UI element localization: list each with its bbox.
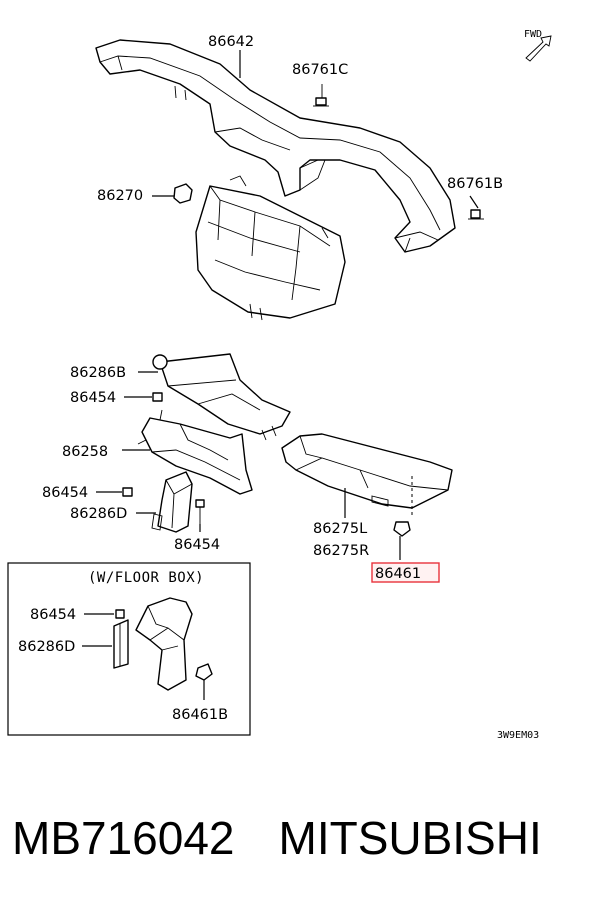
screw-86761B [468, 195, 484, 220]
label-86761C: 86761C [292, 62, 348, 78]
label-86454-a: 86454 [70, 390, 116, 406]
rear-duct-86286B [152, 353, 291, 441]
label-86642: 86642 [208, 34, 254, 50]
label-86461: 86461 [375, 566, 421, 582]
side-duct-86275 [281, 433, 453, 518]
label-86454-c: 86454 [174, 537, 220, 553]
drawing-code: 3W9EM03 [497, 730, 539, 741]
label-86454-d: 86454 [30, 607, 76, 623]
parts-diagram: FWD 86642 86761C 86761B 86270 [7, 29, 552, 741]
floor-box-title: (W/FLOOR BOX) [88, 570, 204, 586]
clip-86461 [393, 521, 411, 560]
label-86258: 86258 [62, 444, 108, 460]
highlight-86461 [371, 562, 440, 583]
floor-box-inset: (W/FLOOR BOX) 86454 86286D 86461B [7, 562, 251, 736]
screw-86454-a [124, 392, 163, 402]
screw-86761C [313, 84, 329, 107]
label-86286D: 86286D [70, 506, 127, 522]
label-86461B: 86461B [172, 707, 228, 723]
label-86275L: 86275L [313, 521, 367, 537]
label-86270: 86270 [97, 188, 143, 204]
floor-duct-86258 [137, 409, 253, 495]
fwd-arrow-icon: FWD [524, 29, 552, 62]
clip-86270 [152, 183, 193, 204]
label-86286D-b: 86286D [18, 639, 75, 655]
label-86275R: 86275R [313, 543, 369, 559]
brand-name: MITSUBISHI [278, 812, 542, 864]
heater-unit-housing [195, 175, 346, 321]
screw-86454-b [96, 487, 133, 497]
fwd-label: FWD [524, 29, 542, 40]
upper-duct-86642 [95, 39, 456, 253]
part-number: MB716042 [12, 812, 235, 864]
product-caption: MB716042 MITSUBISHI [12, 808, 592, 868]
label-86286B: 86286B [70, 365, 126, 381]
duct-86286D [151, 471, 193, 533]
label-86761B: 86761B [447, 176, 503, 192]
screw-86454-c [195, 499, 205, 532]
label-86454-b: 86454 [42, 485, 88, 501]
